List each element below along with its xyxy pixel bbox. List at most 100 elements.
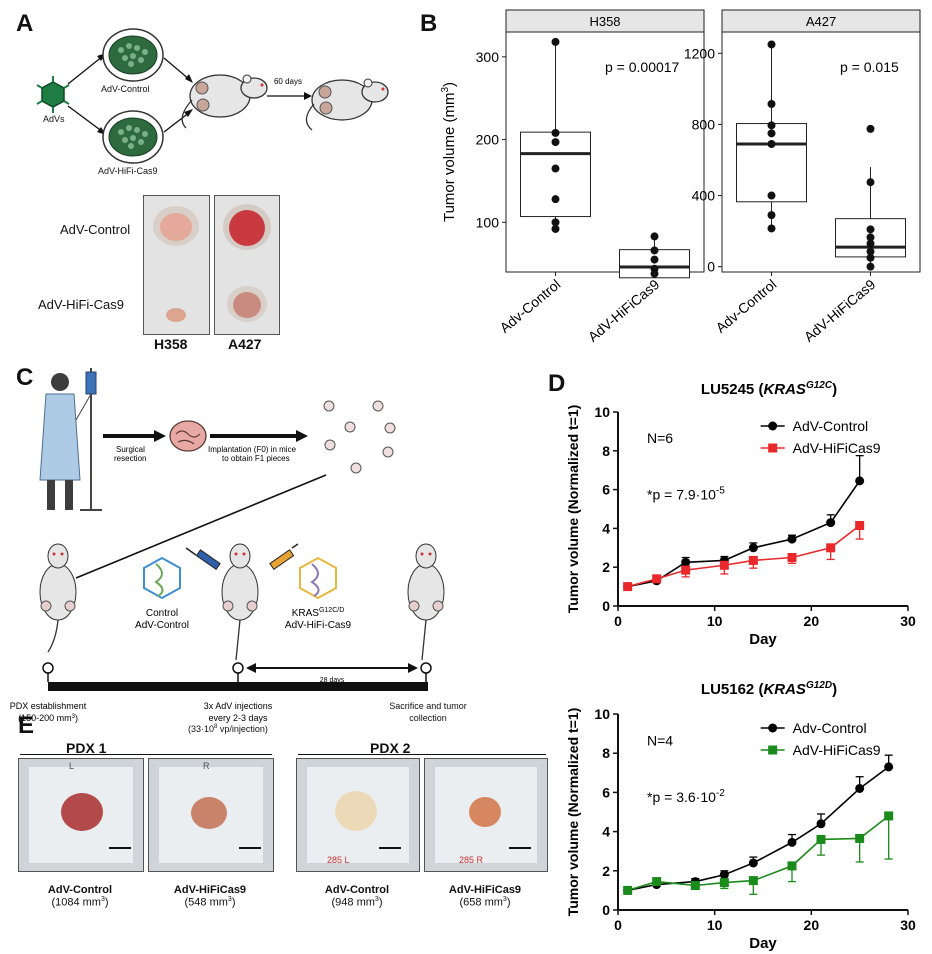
data-point <box>767 100 776 108</box>
y-tick-label: 10 <box>594 706 610 722</box>
data-point <box>551 138 560 147</box>
x-tick-label: 20 <box>804 917 820 933</box>
data-point <box>551 218 560 227</box>
facet-label-h358: H358 <box>589 14 620 29</box>
y-tick-label: 2 <box>602 863 610 879</box>
y-axis-label: Tumor volume (Normalized t=1) <box>565 708 581 917</box>
legend-label: AdV-HiFiCas9 <box>793 742 881 758</box>
legend-label: Adv-Control <box>793 720 867 736</box>
y-tick-label: 4 <box>602 520 610 536</box>
data-point <box>866 233 875 242</box>
data-point <box>855 476 865 486</box>
surgical-label: Surgical <box>116 445 145 454</box>
data-point <box>767 40 776 49</box>
x-tick-label: Adv-Control <box>713 276 780 336</box>
data-point <box>551 195 560 204</box>
caption-photo-4: AdV-HiFiCas9(658 mm3) <box>448 884 522 909</box>
cell-dish-hifi <box>102 110 164 164</box>
pdx2-underline <box>298 754 546 755</box>
data-point <box>551 37 560 46</box>
col-label-h358: H358 <box>154 336 188 352</box>
pdx-label-1: PDX establishment <box>10 701 87 711</box>
ylabel-b: Tumor volume (mm3) <box>440 82 458 222</box>
y-tick-label: 1200 <box>684 45 715 61</box>
data-point <box>652 574 662 584</box>
data-point <box>690 881 700 890</box>
y-tick-label: 300 <box>476 49 500 65</box>
legend-marker <box>768 421 778 431</box>
plot-frame-a427 <box>721 31 921 273</box>
y-tick-label: 0 <box>707 259 715 275</box>
mouse-icon <box>407 543 445 661</box>
panel-label-a: A <box>16 10 34 37</box>
panel-d-linecharts: LU5245 (KRASG12C) LU5162 (KRASG12D) 0 2 4 6… <box>565 380 916 952</box>
hifi-label: AdV-HiFi-Cas9 <box>285 620 352 631</box>
data-point <box>767 140 776 148</box>
sixty-days-label: 60 days <box>274 77 302 86</box>
chart-title-lu5245: LU5245 (KRASG12C) <box>701 380 837 398</box>
timeline-point-start <box>42 662 54 674</box>
data-point <box>855 833 865 843</box>
legend-marker <box>768 723 778 733</box>
legend-label: AdV-HiFiCas9 <box>793 440 881 456</box>
data-point <box>681 565 691 575</box>
pdx-photo-3: 285 L <box>296 758 420 872</box>
pdx1-underline <box>20 754 272 755</box>
syringe-icon <box>185 547 221 571</box>
pvalue-h358: p = 0.00017 <box>605 59 680 75</box>
data-point <box>866 262 875 271</box>
patient-icon <box>39 368 102 511</box>
control-label-1: Control <box>146 608 178 619</box>
resection-label: resection <box>114 454 146 463</box>
chart-title-lu5162: LU5162 (KRASG12D) <box>701 680 837 698</box>
tumor-photo-a427 <box>214 195 280 335</box>
y-tick-label: 800 <box>692 116 716 132</box>
cell-dish-control <box>102 28 164 82</box>
n-label: N=6 <box>647 430 673 446</box>
data-point <box>650 255 659 264</box>
data-point <box>681 557 691 567</box>
data-point <box>551 164 560 173</box>
injection-label-2: every 2-3 days <box>208 713 268 723</box>
x-axis-label: Day <box>749 935 777 952</box>
y-tick-label: 200 <box>476 132 500 148</box>
injection-label-1: 3x AdV injections <box>204 701 273 711</box>
legend-marker <box>768 745 778 755</box>
x-tick-label: 30 <box>900 917 916 933</box>
plot-frame-h358 <box>505 31 705 273</box>
y-tick-label: 100 <box>476 214 500 230</box>
data-point <box>748 543 758 553</box>
data-point <box>748 555 758 565</box>
y-tick-label: 4 <box>602 824 610 840</box>
data-point <box>866 178 875 187</box>
data-point <box>826 543 836 553</box>
y-tick-label: 2 <box>602 559 610 575</box>
y-tick-label: 8 <box>602 443 610 459</box>
panel-label-c: C <box>16 364 34 391</box>
data-point <box>826 518 836 528</box>
panel-label-d: D <box>548 370 566 397</box>
pdx-photo-4: 285 R <box>424 758 548 872</box>
data-point <box>719 878 729 888</box>
mouse-icon <box>181 74 268 129</box>
data-point <box>767 211 776 220</box>
pdx-photo-1: L <box>18 758 144 872</box>
data-point <box>767 224 776 233</box>
series-line <box>627 524 861 588</box>
col-label-a427: A427 <box>228 336 262 352</box>
y-tick-label: 6 <box>602 784 610 800</box>
data-point <box>787 534 797 544</box>
x-tick-label: 10 <box>707 917 723 933</box>
data-point <box>866 225 875 234</box>
facet-label-a427: A427 <box>806 14 836 29</box>
advs-label: AdVs <box>43 114 65 124</box>
data-point <box>719 870 729 880</box>
row-label-hifi: AdV-HiFi-Cas9 <box>38 297 124 312</box>
series-line <box>627 815 890 892</box>
y-tick-label: 0 <box>602 902 610 918</box>
data-point <box>767 129 776 138</box>
mouse-icon <box>221 543 259 661</box>
mouse-icon <box>39 543 77 653</box>
x-tick-label: 30 <box>900 613 916 629</box>
pdx-photo-2: R <box>148 758 274 872</box>
